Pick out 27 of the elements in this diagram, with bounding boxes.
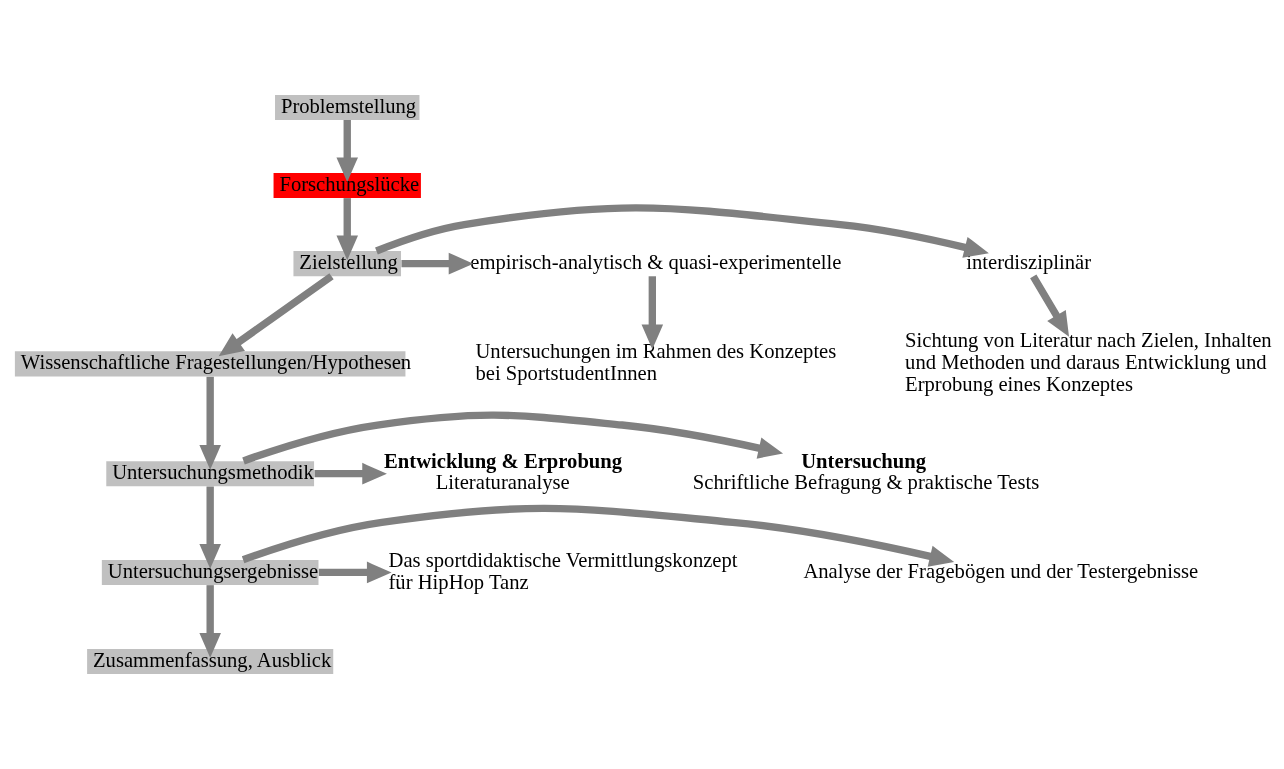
arrow — [375, 204, 989, 258]
node-box: Untersuchungsmethodik — [106, 461, 315, 487]
node-box: Problemstellung — [275, 94, 420, 120]
arrow — [241, 504, 955, 567]
node-box: Untersuchungsergebnisse — [101, 559, 319, 585]
arrow — [336, 198, 359, 261]
node-box: Zusammenfassung, Ausblick — [87, 649, 334, 675]
arrow — [199, 376, 221, 470]
arrow — [336, 120, 359, 183]
node-text: Sichtung von Literatur nach Zielen, Inhalten und Methoden und daraus Entwicklung und Erprobung eines Konzeptes — [905, 329, 1272, 396]
node-text: empirisch-analytisch & quasi-experimentelle — [470, 251, 842, 274]
arrow — [218, 273, 334, 357]
node-text: Das sportdidaktische Vermittlungskonzept für HipHop Tanz — [388, 548, 738, 593]
node-text: Untersuchungen im Rahmen des Konzeptes bei SportstudentInnen — [475, 340, 837, 385]
node-text: Analyse der Fragebögen und der Testergebnisse — [803, 559, 1199, 582]
arrow — [242, 411, 784, 465]
node-box: Forschungslücke — [273, 173, 421, 199]
node-text: Untersuchung Schriftliche Befragung & praktische Tests — [692, 450, 1040, 493]
node-text: interdisziplinär — [966, 251, 1092, 274]
arrow — [318, 561, 392, 584]
arrow — [314, 462, 387, 485]
arrow — [401, 252, 474, 275]
arrow — [199, 585, 221, 658]
node-text: Entwicklung & Erprobung Literaturanalyse — [384, 450, 623, 493]
arrow — [1030, 274, 1070, 337]
node-box: Zielstellung — [293, 251, 402, 277]
arrow — [199, 486, 221, 569]
